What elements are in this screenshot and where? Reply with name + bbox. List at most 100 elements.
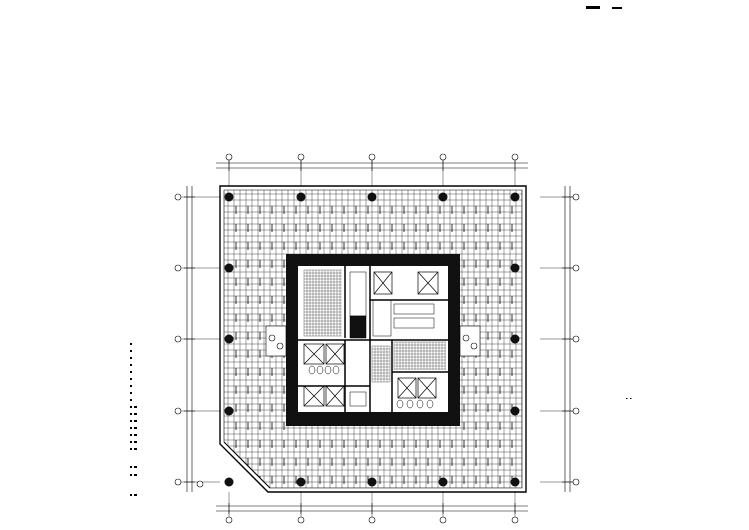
legend-mark xyxy=(130,434,132,436)
elevator-shaft xyxy=(325,343,345,365)
structural-column xyxy=(438,192,448,202)
axis-bubble-bottom xyxy=(511,516,519,524)
structural-column xyxy=(224,477,234,487)
axis-bubble-bottom xyxy=(225,516,233,524)
structural-column xyxy=(367,192,377,202)
toilet-fixture xyxy=(406,399,414,409)
axis-bubble-top xyxy=(511,153,519,161)
axis-bubble-left xyxy=(174,407,182,415)
title-block-mark xyxy=(612,7,622,9)
legend-mark xyxy=(134,413,137,415)
axis-bubble-bottom xyxy=(368,516,376,524)
legend-mark xyxy=(130,364,132,366)
legend-mark xyxy=(134,406,137,408)
elevator-shaft xyxy=(373,271,393,295)
legend-mark xyxy=(134,427,137,429)
elevator-shaft xyxy=(397,377,417,399)
elevator-shaft-cross xyxy=(325,343,345,365)
legend-mark xyxy=(134,448,137,450)
legend-mark xyxy=(130,392,132,394)
elevator-shaft-cross xyxy=(417,377,437,399)
elevator-shaft xyxy=(417,377,437,399)
elevator-shaft-cross xyxy=(397,377,417,399)
legend-mark xyxy=(134,434,137,436)
legend-mark xyxy=(130,420,132,422)
toilet-fixtures xyxy=(308,303,435,409)
structural-column xyxy=(438,477,448,487)
axis-bubble-bottom xyxy=(439,516,447,524)
legend-mark xyxy=(130,399,132,401)
vanity-counter xyxy=(393,317,435,329)
structural-column xyxy=(224,334,234,344)
structural-column xyxy=(224,406,234,416)
toilet-fixture xyxy=(426,399,434,409)
legend-mark xyxy=(130,448,132,450)
structural-column xyxy=(510,192,520,202)
core xyxy=(286,254,460,426)
toilet-fixture xyxy=(396,399,404,409)
toilet-fixture xyxy=(332,365,340,375)
janitor-sink xyxy=(349,391,367,407)
elevator-shafts xyxy=(303,271,439,407)
legend-mark xyxy=(130,350,132,352)
legend-mark xyxy=(134,420,137,422)
legend-mark xyxy=(130,441,132,443)
elevator-shaft-cross xyxy=(417,271,439,295)
legend-mark xyxy=(130,427,132,429)
legend-mark xyxy=(134,494,137,496)
stair xyxy=(349,271,392,339)
structural-column xyxy=(224,263,234,273)
side-lobbies xyxy=(265,325,481,357)
axis-bubble-left xyxy=(196,480,204,488)
structural-column xyxy=(367,477,377,487)
axis-bubble-left xyxy=(174,335,182,343)
structural-columns xyxy=(224,192,520,487)
elevator-shaft xyxy=(417,271,439,295)
note-marks xyxy=(626,398,632,399)
legend-mark xyxy=(134,474,137,476)
axis-bubble-right xyxy=(572,478,580,486)
legend-mark xyxy=(130,385,132,387)
title-block-mark xyxy=(586,6,600,9)
axis-bubble-right xyxy=(572,335,580,343)
toilet-fixture xyxy=(308,365,316,375)
axis-bubble-right xyxy=(572,264,580,272)
legend-mark xyxy=(134,441,137,443)
grid-axes xyxy=(174,153,580,524)
legend-mark xyxy=(130,378,132,380)
axis-bubble-top xyxy=(368,153,376,161)
elevator-shaft-cross xyxy=(303,385,325,407)
tiled-rooms xyxy=(303,269,446,383)
toilet-fixture xyxy=(324,365,332,375)
structural-column xyxy=(510,334,520,344)
structural-column xyxy=(510,477,520,487)
axis-bubble-right xyxy=(572,193,580,201)
legend-mark xyxy=(130,466,132,468)
toilet-fixture xyxy=(416,399,424,409)
legend-mark xyxy=(130,474,132,476)
elevator-shaft xyxy=(303,343,325,365)
elevator-shaft-cross xyxy=(303,343,325,365)
vanity-counter xyxy=(393,303,435,315)
legend-mark xyxy=(130,371,132,373)
light-fixtures xyxy=(235,206,513,484)
toilet-fixture xyxy=(316,365,324,375)
chamfer-edge xyxy=(223,441,271,489)
axis-bubble-bottom xyxy=(297,516,305,524)
elevator-shaft xyxy=(303,385,325,407)
legend-mark xyxy=(130,494,132,496)
structural-column xyxy=(296,477,306,487)
elevator-shaft-cross xyxy=(373,271,393,295)
elevator-shaft xyxy=(325,385,345,407)
axis-bubble-left xyxy=(174,478,182,486)
elevator-shaft-cross xyxy=(325,385,345,407)
legend-mark xyxy=(130,357,132,359)
legend-mark xyxy=(130,343,132,345)
structural-column xyxy=(510,263,520,273)
axis-bubble-top xyxy=(297,153,305,161)
legend-mark xyxy=(130,406,132,408)
structural-column xyxy=(296,192,306,202)
structural-column xyxy=(224,192,234,202)
symbol-legend xyxy=(130,343,137,496)
